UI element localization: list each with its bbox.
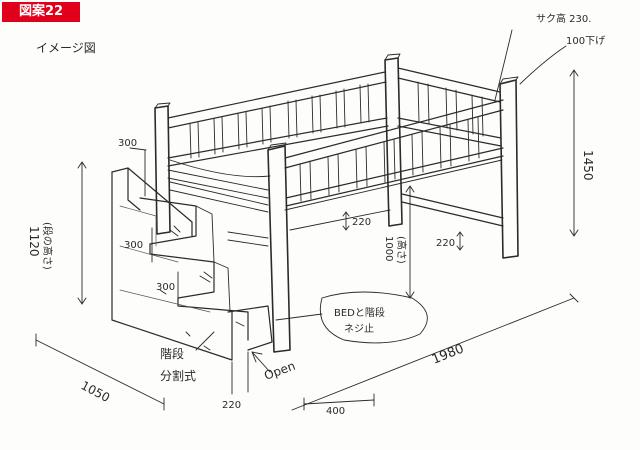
stair-height-note: (段の高さ) [41,222,54,270]
dimension-lines [35,29,579,411]
end-guard-rail [397,67,502,147]
screw-callout [275,291,428,344]
stair-width-label: 400 [326,406,345,417]
stair-unit [111,167,273,361]
open-label: Open [262,359,297,383]
step-riser-low-label: 300 [156,282,175,293]
guard-height-label: サク高 230. [536,12,591,25]
under-floor-label: 100下げ [566,35,605,47]
step-riser-mid-label: 300 [124,240,143,251]
far-right-post [499,76,519,259]
length-label: 1980 [430,341,466,367]
front-guard-rail [284,99,504,207]
figure-badge: 図案22 [2,2,80,22]
step-riser-top-label: 300 [118,138,137,149]
stair-height-label: 1120 [27,226,41,257]
stairs-note: 分割式 [160,368,196,383]
under-height-note: (高さ) [395,236,408,264]
bottom-step-label: 220 [222,400,241,411]
total-height-label: 1450 [581,150,595,181]
front-left-post [267,142,291,353]
rear-right-post [384,53,403,227]
stairs-label: 階段 [160,346,184,361]
left-end-rail [167,169,269,199]
screw-note-line1: BEDと階段 [334,306,385,319]
clearance-rear-label: 220 [436,238,455,249]
image-label: イメージ図 [36,41,96,55]
screw-note-line2: ネジ止 [344,323,374,335]
width-label: 1050 [79,378,113,405]
bed-frame [154,53,519,353]
under-height-label: 1000 [383,236,394,261]
bed-deck [169,159,503,213]
rear-guard-rail [167,71,389,167]
rear-left-post [154,102,171,235]
lower-rails [227,193,504,247]
clearance-front-label: 220 [352,217,371,228]
